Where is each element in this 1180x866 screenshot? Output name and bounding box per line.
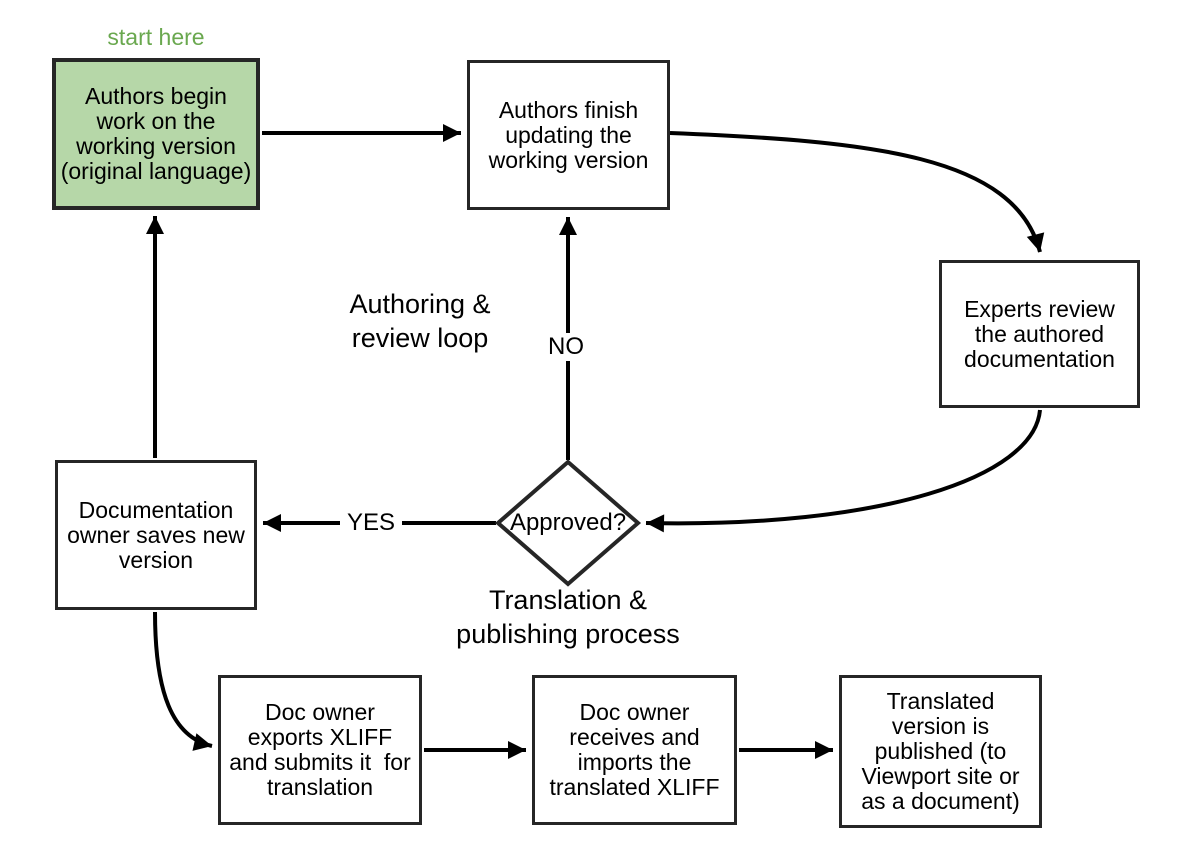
yes-edge-label: YES [340, 509, 402, 537]
decision-label: Approved? [509, 509, 627, 536]
node-export-xliff-text: Doc owner exports XLIFF and submits it f… [229, 699, 411, 800]
node-experts-review-text: Experts review the authored documentatio… [964, 295, 1115, 372]
start-here-label: start here [107, 24, 205, 50]
translation-process-label: Translation & publishing process [456, 585, 680, 649]
node-authors-finish-text: Authors finish updating the working vers… [488, 96, 649, 173]
node-owner-saves: Documentation owner saves new version [55, 460, 257, 610]
node-authors-begin-text: Authors begin work on the working versio… [60, 83, 252, 184]
node-authors-begin: Authors begin work on the working versio… [52, 58, 260, 210]
node-owner-saves-text: Documentation owner saves new version [67, 496, 245, 573]
node-import-xliff-text: Doc owner receives and imports the trans… [549, 699, 720, 800]
node-published: Translated version is published (to View… [839, 675, 1042, 828]
node-published-text: Translated version is published (to View… [861, 688, 1020, 814]
authoring-loop-label: Authoring & review loop [349, 289, 491, 353]
no-edge-label: NO [538, 333, 594, 361]
arrow-finish-to-experts [669, 131, 1045, 253]
arrow-owner-to-export [153, 611, 213, 751]
arrow-experts-to-decision [645, 409, 1042, 533]
node-import-xliff: Doc owner receives and imports the trans… [532, 675, 737, 825]
node-experts-review: Experts review the authored documentatio… [939, 260, 1140, 408]
node-export-xliff: Doc owner exports XLIFF and submits it f… [218, 675, 422, 825]
decision-diamond-shape [494, 459, 642, 587]
node-authors-finish: Authors finish updating the working vers… [467, 60, 670, 210]
